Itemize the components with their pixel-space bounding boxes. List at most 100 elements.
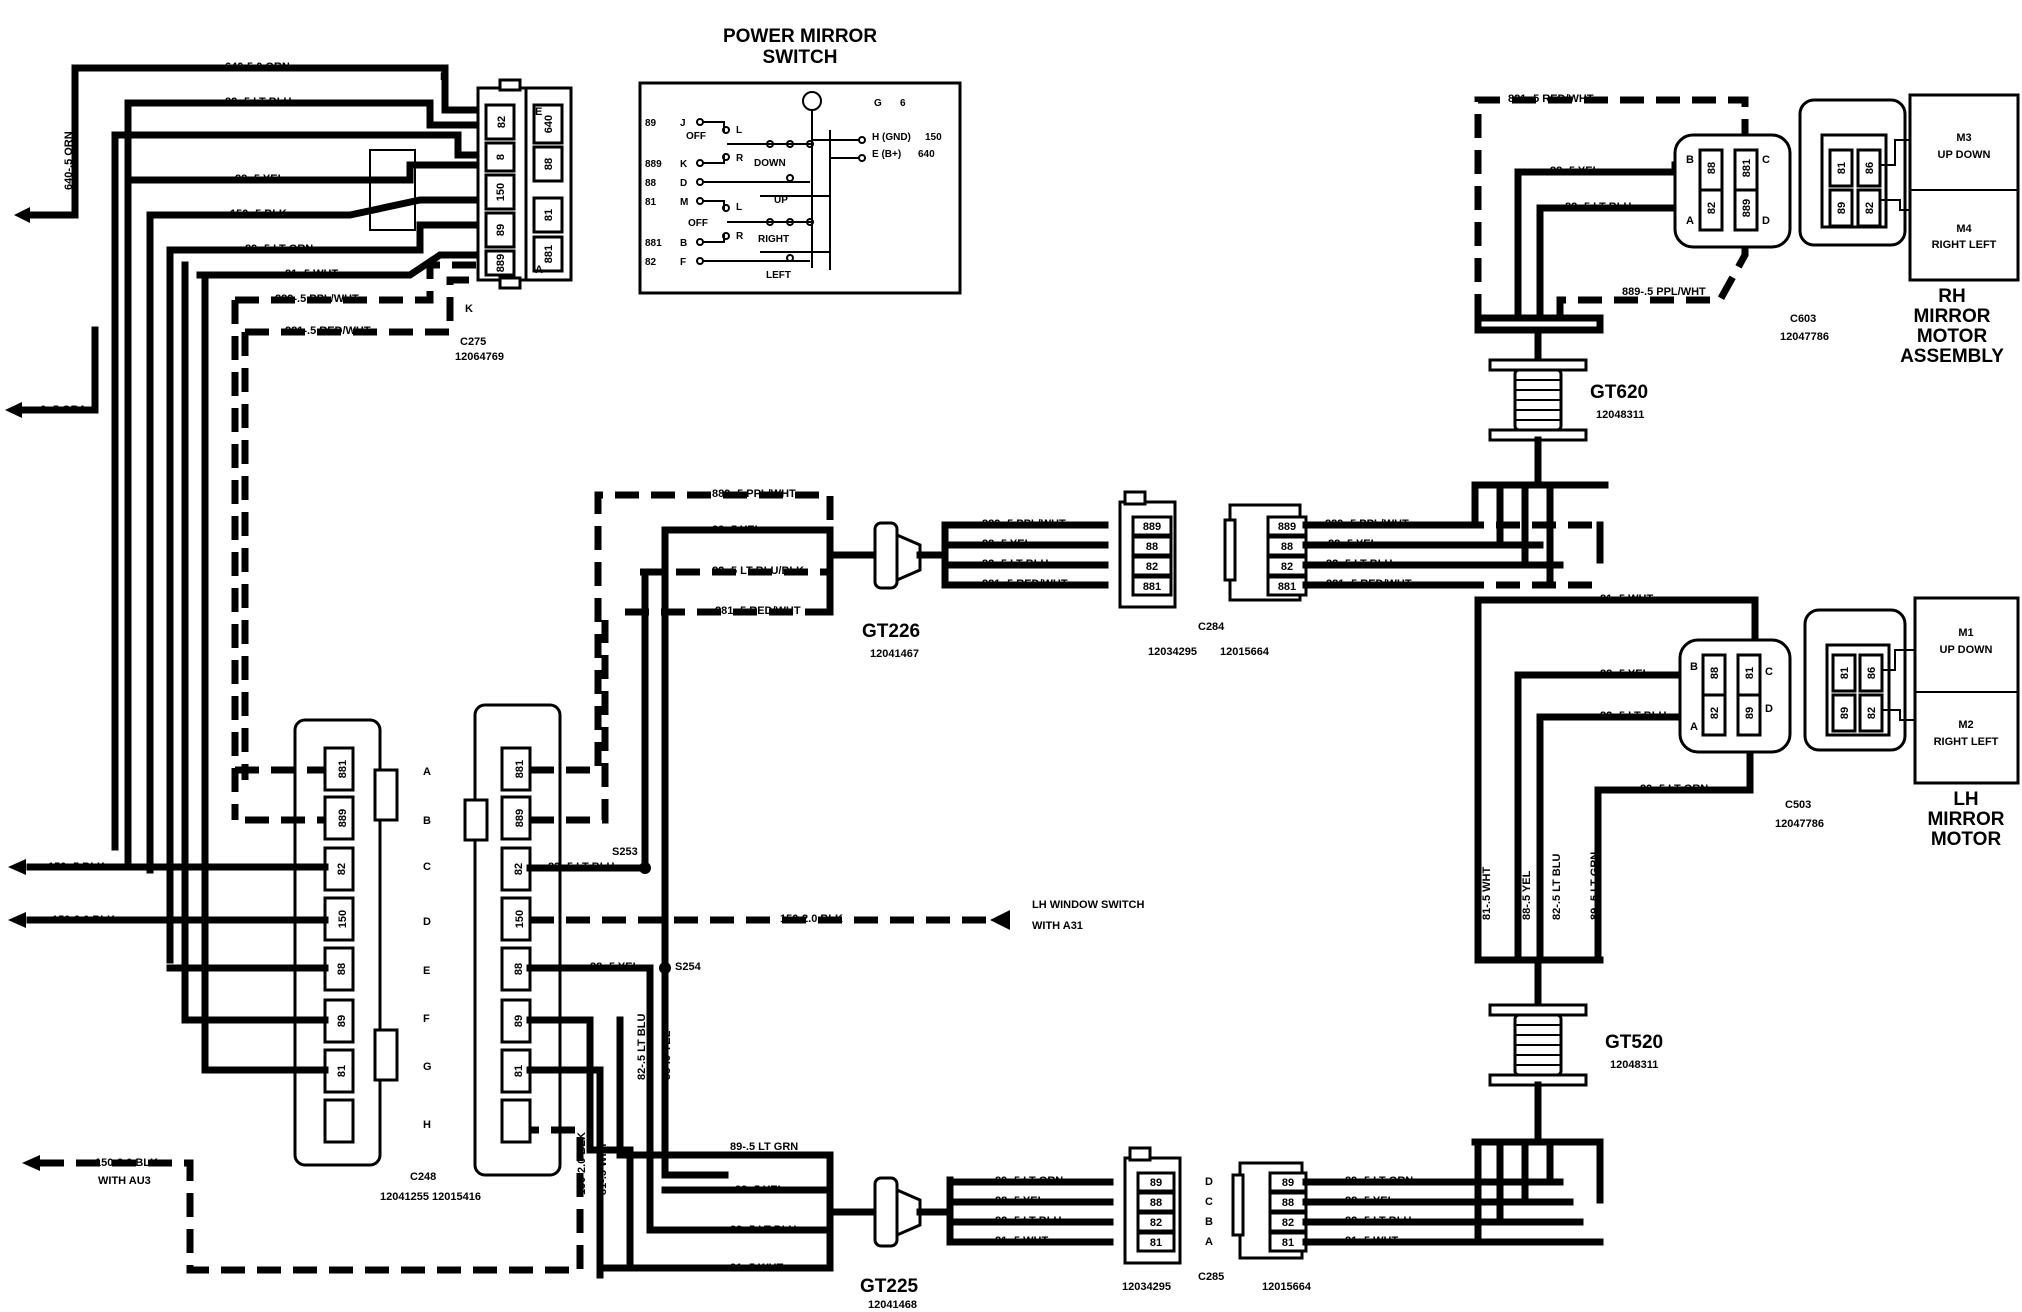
gt520-name: GT520: [1605, 1032, 1663, 1053]
lh-motor-pin: [1858, 653, 1884, 693]
c275-pin-881: 881: [543, 245, 555, 263]
rh-motor-box: [1908, 93, 2020, 282]
c248-letter-f: F: [423, 1013, 430, 1025]
c248-right-881: 881: [514, 760, 526, 778]
lh-wire-81: 81-.5 WHT: [1600, 593, 1653, 605]
rh-wire-82: 82-.5 LT BLU: [1565, 201, 1631, 213]
c285-left-89: 89-.5 LT GRN: [995, 1175, 1063, 1187]
c248-pin-left: [323, 746, 355, 792]
arrow-left-icon: [5, 402, 22, 418]
c248-pin-right: [500, 795, 532, 841]
c284-left-tab: [1123, 490, 1147, 506]
sw-pos-l-2: L: [736, 202, 742, 213]
gt620-part: 12048311: [1596, 409, 1644, 421]
gt225-body: [873, 1176, 899, 1248]
sw-pos-off-1: OFF: [686, 131, 706, 142]
vert-81: 81-.5 WHT: [597, 1142, 609, 1195]
vert-82: 82-.5 LT BLU: [636, 1014, 648, 1080]
c248-right-82: 82: [513, 863, 525, 875]
gt226-body: [873, 521, 899, 590]
c284-right-88: 88-.5 YEL: [1328, 538, 1378, 550]
rh-title-4: ASSEMBLY: [1900, 346, 2004, 367]
c285-letter-c: C: [1205, 1196, 1213, 1208]
switch-circ-640: 640: [918, 149, 935, 160]
c248-pin-right: [500, 896, 532, 942]
c248-out-150: 150-2.0 BLK: [780, 913, 843, 925]
c284-r-889: 889: [1278, 521, 1296, 533]
c285-right-82: 82-.5 LT BLU: [1345, 1215, 1411, 1227]
lh-window-switch-with: WITH A31: [1032, 920, 1083, 932]
rh-motor-pin-86: 86: [1864, 162, 1876, 174]
c248-pin-right: [500, 1098, 532, 1144]
c284-left-881: 881-.5 RED/WHT: [982, 578, 1068, 590]
c275-pin-88: 88: [543, 158, 555, 170]
c285-r-81: 81: [1282, 1237, 1294, 1249]
c285-l-89: 89: [1150, 1177, 1162, 1189]
c275-pin: [532, 235, 564, 273]
c275-vertical-label: 640-.5 ORN: [63, 131, 75, 190]
c275-pin: [484, 173, 516, 211]
c285-pin: [1136, 1211, 1176, 1233]
c248-pin-right: [500, 998, 532, 1044]
c275-pin: [484, 141, 516, 173]
c285-right-81: 81-.5 WHT: [1345, 1235, 1398, 1247]
c248-with-au3: WITH AU3: [98, 1175, 151, 1187]
c275-pin: [484, 249, 516, 277]
sw-pos-down: DOWN: [754, 158, 786, 169]
switch-title-1: POWER MIRROR: [723, 26, 877, 47]
c275-part: 12064769: [455, 351, 504, 363]
c503-pin-89: 89: [1744, 707, 1756, 719]
sw-pos-left: LEFT: [766, 270, 791, 281]
lh-vert-89: 89-.5 LT GRN: [1589, 852, 1601, 920]
c503-letter-a: A: [1690, 721, 1698, 733]
c285-l-81: 81: [1150, 1237, 1162, 1249]
lh-vert-88: 88-.5 YEL: [1521, 870, 1533, 920]
gt226-part: 12041467: [870, 648, 919, 660]
arrow-left-icon: [8, 912, 26, 928]
c248-wire-150-2: 150-2.0 BLK: [95, 1157, 158, 1169]
rh-motor-pin-82: 82: [1864, 202, 1876, 214]
c248-letter-e: E: [423, 965, 430, 977]
gt520-part: 12048311: [1610, 1059, 1658, 1071]
c275-wire-89: 89-.5 LT GRN: [245, 243, 313, 255]
rh-mirror-motor-assembly: 88 881 82 889 B C A D 81 86 89 82 M3 UP …: [1673, 93, 2020, 367]
lh-vert-81: 81-.5 WHT: [1481, 867, 1493, 920]
c284-right-881: 881-.5 RED/WHT: [1326, 578, 1412, 590]
sw-pos-right: RIGHT: [758, 234, 789, 245]
c285-r-89: 89: [1282, 1177, 1294, 1189]
c248-letter-h: H: [423, 1119, 431, 1131]
c248-letter-c: C: [423, 861, 431, 873]
c285-r-82: 82: [1282, 1217, 1294, 1229]
c603-name: C603: [1790, 313, 1816, 325]
c285-left-81: 81-.5 WHT: [995, 1235, 1048, 1247]
c275-pin: [484, 211, 516, 249]
c285-pin: [1136, 1231, 1176, 1253]
gt225-grommet: GT225 12041468: [826, 1176, 954, 1311]
mid-lower-82: 82-.5 LT BLU: [730, 1224, 796, 1236]
gt620-ribs: [1515, 379, 1561, 421]
mid-upper-82: 82-.5 LT BLU/BLK: [712, 565, 804, 577]
lh-mirror-motor: 88 81 82 89 B C A D 81 86 89 82 M1 UP DO…: [1678, 596, 2020, 850]
rh-motor-pin: [1828, 148, 1854, 188]
middle-wiring: S253 S254 82-.5 LT BLU 150-2.0 BLK 88-.5…: [526, 488, 1144, 1279]
sw-pos-r-1: R: [736, 153, 744, 164]
c248-tab: [463, 798, 489, 842]
c275-letter-k: K: [465, 303, 473, 315]
c603-pin-881: 881: [1741, 159, 1753, 177]
c285-l-82: 82: [1150, 1217, 1162, 1229]
c248-out-82: 82-.5 LT BLU: [548, 861, 614, 873]
c603-pin: [1698, 188, 1724, 232]
sw-pos-r-2: R: [736, 231, 744, 242]
c503-letter-c: C: [1765, 666, 1773, 678]
c285-left-tab: [1128, 1146, 1152, 1162]
c603-pin-82: 82: [1706, 202, 1718, 214]
c275-pin-889: 889: [495, 254, 507, 272]
c275-wire-889: 889-.5 PPL/WHT: [275, 293, 359, 305]
lh-title-3: MOTOR: [1931, 829, 2002, 850]
gt225-name: GT225: [860, 1276, 919, 1297]
lh-motor-pin: [1831, 693, 1857, 733]
lh-m1: M1: [1958, 627, 1973, 639]
sw-left-82: 82: [645, 257, 657, 268]
arrow-left-icon: [990, 910, 1010, 930]
c248-wire-150-3: 150-3.0 BLK: [52, 914, 115, 926]
